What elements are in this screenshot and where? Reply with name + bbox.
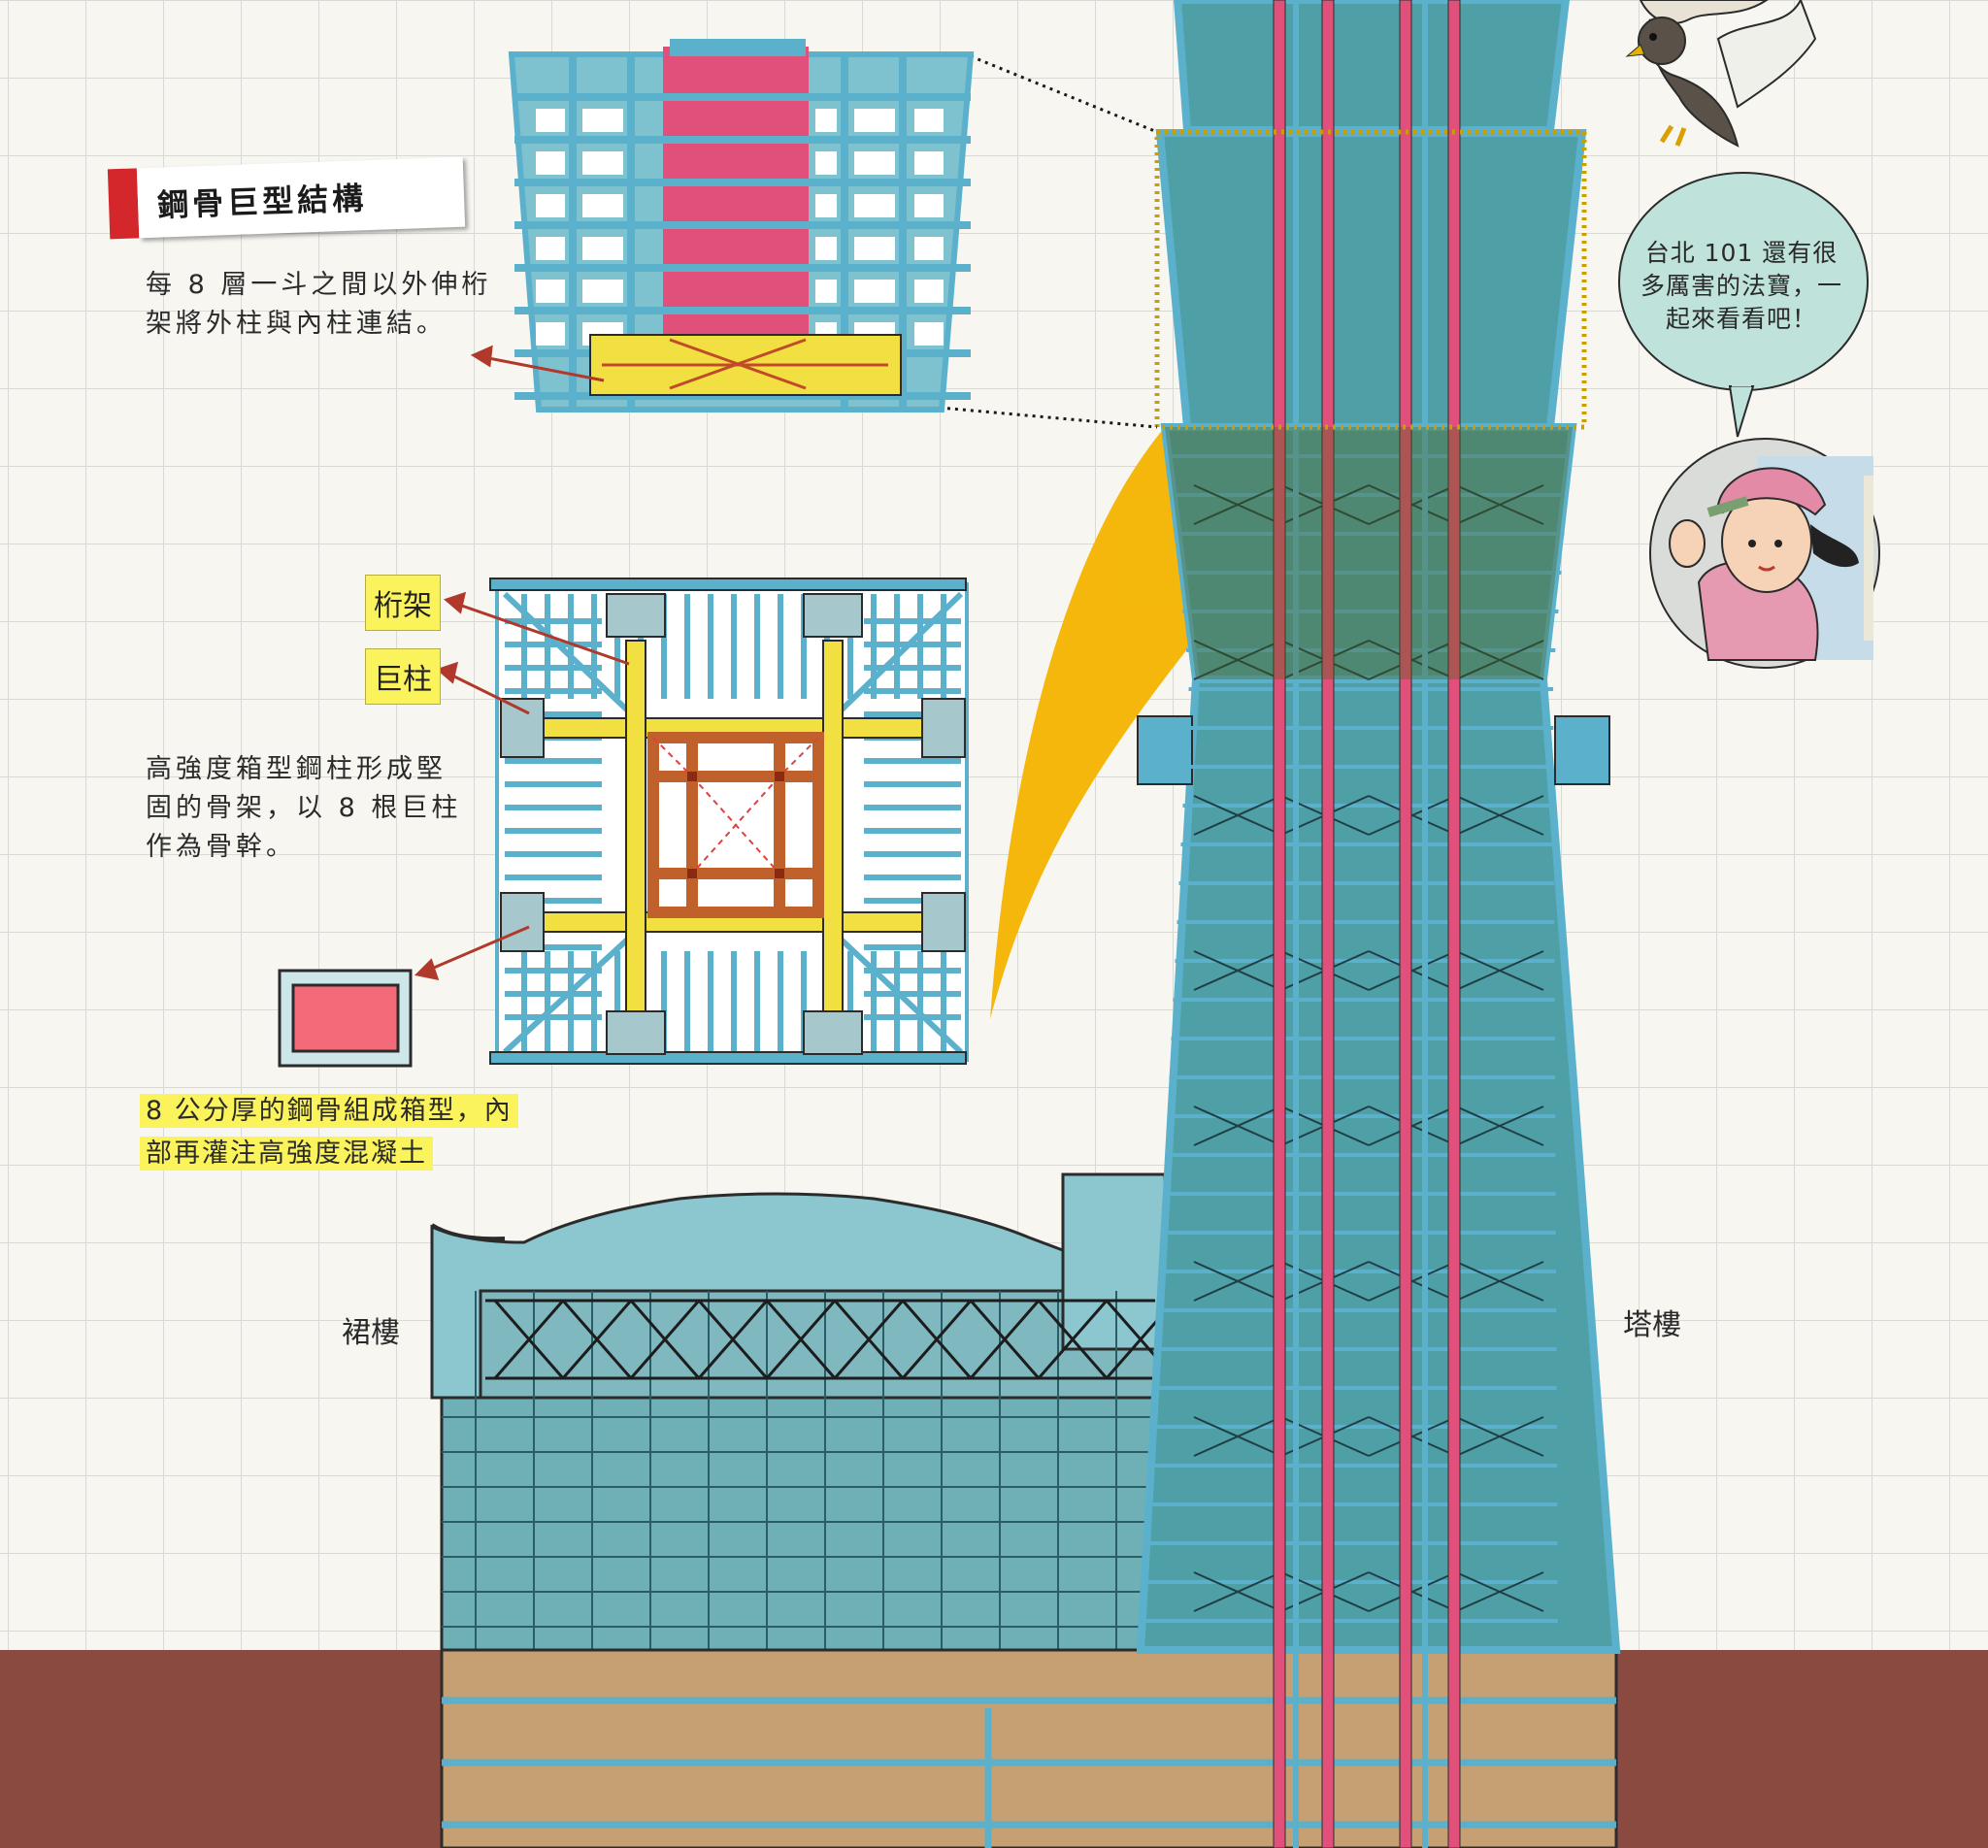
tower-building [1136, 0, 1621, 1848]
tower-brace [1193, 640, 1282, 680]
tower-brace [1193, 1571, 1282, 1612]
label-tower: 塔樓 [1623, 1308, 1681, 1342]
elevation-window [536, 151, 565, 175]
elevation-window [914, 237, 944, 260]
podium-truss-bar [765, 1300, 837, 1379]
speech-bubble [1618, 172, 1869, 438]
core-column [1273, 0, 1286, 1848]
elevation-window [815, 194, 837, 217]
elevation-window [914, 322, 944, 346]
tower-brace [1368, 950, 1457, 991]
core-column [1321, 0, 1335, 1848]
elevation-window [854, 151, 895, 175]
tower-brace [1455, 1261, 1544, 1302]
tower-brace [1368, 1106, 1457, 1146]
elevation-window [815, 109, 837, 132]
tower-brace [1193, 1261, 1282, 1302]
plan-diagonal [830, 591, 964, 721]
elevation-window [914, 109, 944, 132]
elevation-window [582, 151, 623, 175]
elevation-window [854, 280, 895, 303]
core-column-inner [1293, 0, 1299, 1848]
box-column-note-text: 8 公分厚的鋼骨組成箱型，內部再灌注高強度混凝土 [140, 1094, 518, 1171]
tower-brace [1455, 484, 1544, 525]
tower-brace [1193, 795, 1282, 836]
girl-portrait [1649, 438, 1880, 669]
podium-truss-bar [493, 1300, 565, 1379]
elevation-window [536, 237, 565, 260]
section-title: 鋼骨巨型結構 [107, 156, 466, 240]
tower-brace [1455, 1416, 1544, 1457]
truss-note: 每 8 層一斗之間以外伸桁架將外柱與內柱連結。 [146, 270, 492, 339]
tower-brace [1193, 484, 1282, 525]
speech-bubble-text: 台北 101 還有很多厲害的法寶，一起來看看吧！ [1640, 239, 1842, 333]
basement [440, 1648, 1618, 1848]
floor-plan-detail [489, 578, 969, 1065]
section-highlight-fan [990, 427, 1573, 1019]
core-column [1399, 0, 1412, 1848]
tower-brace [1193, 1106, 1282, 1146]
label-podium: 裙樓 [342, 1316, 400, 1350]
elevation-window [914, 280, 944, 303]
tower-brace [1368, 795, 1457, 836]
tower-brace [1455, 950, 1544, 991]
tower-brace [1368, 1571, 1457, 1612]
elevation-window [914, 194, 944, 217]
column-note: 高強度箱型鋼柱形成堅固的骨架，以 8 根巨柱作為骨幹。 [146, 754, 462, 862]
podium-truss-bar [561, 1300, 633, 1379]
tag-truss: 桁架 [365, 575, 441, 631]
zoom-indicator [939, 54, 1587, 430]
elevation-window [815, 151, 837, 175]
elevation-window [854, 109, 895, 132]
podium-truss-bar [833, 1300, 905, 1379]
elevation-window [536, 280, 565, 303]
plan-diagonal [502, 929, 639, 1055]
elevation-window [815, 280, 837, 303]
truss-elevation-detail [508, 39, 975, 412]
tower-brace [1368, 640, 1457, 680]
box-column-section [278, 969, 413, 1068]
elevation-window [854, 194, 895, 217]
tower-brace [1193, 950, 1282, 991]
elevation-window [914, 151, 944, 175]
elevation-window [536, 109, 565, 132]
tower-brace [1455, 1106, 1544, 1146]
elevation-window [536, 322, 565, 346]
podium-truss-bar [969, 1300, 1041, 1379]
tag-mega-column: 巨柱 [365, 648, 441, 705]
podium-truss-bar [1037, 1300, 1109, 1379]
title-text: 鋼骨巨型結構 [156, 180, 368, 224]
elevation-window [854, 237, 895, 260]
plan-diagonal [502, 591, 639, 721]
elevation-window [536, 194, 565, 217]
title-accent-bar [107, 168, 140, 240]
eagle-illustration [1625, 0, 1817, 148]
podium-truss-bar [697, 1300, 769, 1379]
core-column-inner [1422, 0, 1428, 1848]
podium-truss-bar [629, 1300, 701, 1379]
tower-brace [1368, 1261, 1457, 1302]
podium-building [430, 1172, 1176, 1652]
tower-brace [1368, 1416, 1457, 1457]
elevation-window [582, 109, 623, 132]
elevation-window [582, 237, 623, 260]
title-card: 鋼骨巨型結構 [136, 156, 466, 239]
tower-brace [1455, 1571, 1544, 1612]
elevation-window [582, 194, 623, 217]
leader-arrows [414, 345, 630, 980]
podium-truss-bar [901, 1300, 973, 1379]
elevation-window [582, 280, 623, 303]
tower-brace [1193, 1416, 1282, 1457]
tower-brace [1368, 484, 1457, 525]
plan-diagonal [830, 929, 964, 1055]
core-column [1447, 0, 1461, 1848]
elevation-window [815, 237, 837, 260]
tower-brace [1455, 795, 1544, 836]
box-column-note: 8 公分厚的鋼骨組成箱型，內部再灌注高強度混凝土 [140, 1090, 524, 1175]
tower-brace [1455, 640, 1544, 680]
